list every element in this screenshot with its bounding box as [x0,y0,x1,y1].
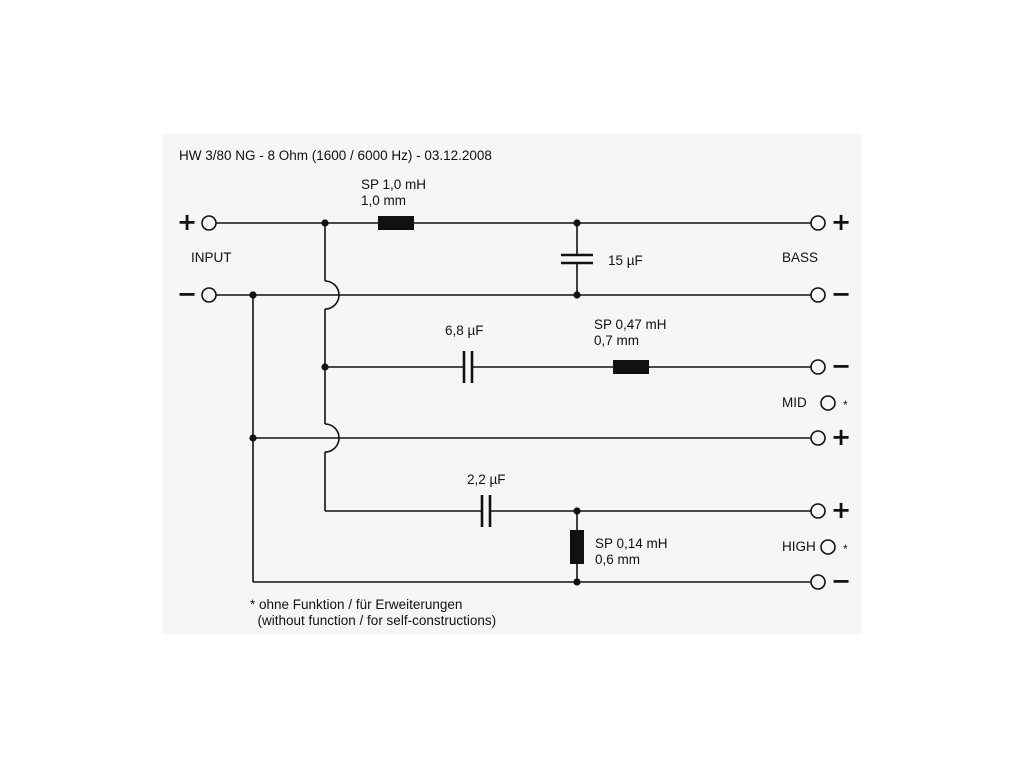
label-c1: 15 µF [608,253,643,268]
asterisk-high: * [843,542,848,556]
terminal-input-plus [201,215,217,231]
terminal-mid-plus [810,430,826,446]
inductor-l2 [613,360,649,374]
terminal-high-minus [810,574,826,590]
schematic-panel [163,134,861,634]
terminal-high-aux [820,539,836,555]
junction-dot [573,219,581,227]
terminal-input-minus [201,287,217,303]
junction-dot [321,219,329,227]
asterisk-mid: * [843,398,848,412]
junction-dot [573,507,581,515]
junction-dot [249,434,257,442]
inductor-l3 [570,530,584,564]
polarity-minus: − [831,567,852,595]
inductor-l1 [378,216,414,230]
label-l3-name: SP 0,14 mH [595,536,668,551]
label-high: HIGH [782,539,816,554]
junction-dot [573,578,581,586]
label-input: INPUT [191,250,232,265]
polarity-minus: − [177,280,198,308]
footnote-line-2: (without function / for self-constructio… [250,613,497,628]
terminal-high-plus [810,503,826,519]
label-mid: MID [782,395,807,410]
footnote-line-1: * ohne Funktion / für Erweiterungen [250,597,463,612]
label-c3: 2,2 µF [467,472,506,487]
label-c2: 6,8 µF [445,323,484,338]
polarity-plus: + [831,423,852,451]
label-l1-wire: 1,0 mm [361,193,407,208]
label-l2-name: SP 0,47 mH [594,317,667,332]
junction-dot [249,291,257,299]
terminal-bass-minus [810,287,826,303]
junction-dot [321,363,329,371]
diagram-title: HW 3/80 NG - 8 Ohm (1600 / 6000 Hz) - 03… [179,148,492,163]
polarity-plus: + [177,208,198,236]
terminal-bass-plus [810,215,826,231]
junction-dot [573,291,581,299]
polarity-plus: + [831,208,852,236]
polarity-minus: − [831,280,852,308]
terminal-mid-minus [810,359,826,375]
label-l1-name: SP 1,0 mH [361,177,427,192]
label-bass: BASS [782,250,819,265]
terminal-mid-aux [820,395,836,411]
polarity-minus: − [831,352,852,380]
label-l2-wire: 0,7 mm [594,333,640,348]
polarity-plus: + [831,496,852,524]
label-l3-wire: 0,6 mm [595,552,641,567]
